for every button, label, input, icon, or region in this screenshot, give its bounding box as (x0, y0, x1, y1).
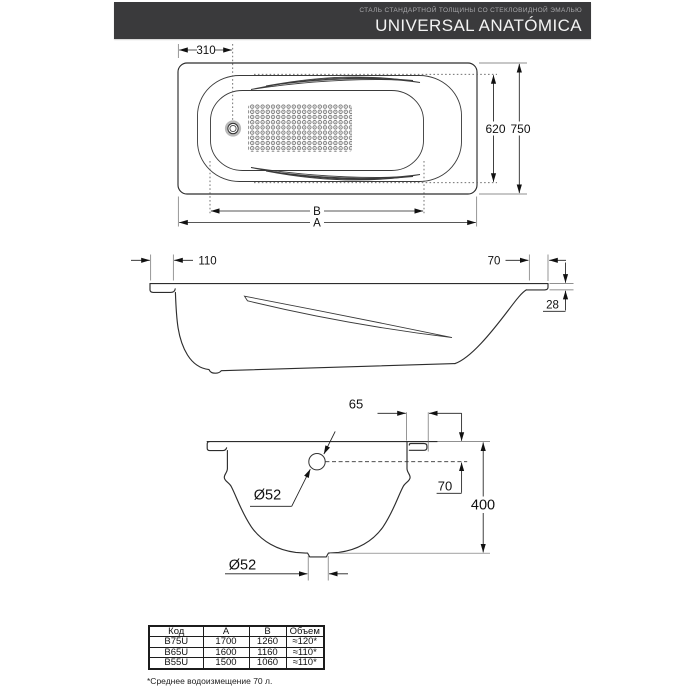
side-foot-slope (454, 289, 527, 365)
plan-inner-rim (197, 75, 462, 182)
spec-cell: B65U (148, 646, 204, 659)
dim-overflow-offset: 65 (349, 397, 462, 416)
plan-outer-rim (177, 62, 478, 195)
plan-view: 310 620 750 B (177, 44, 533, 230)
dim-text-70-section: 70 (438, 478, 452, 493)
dim-rim-drop: 28 (543, 262, 569, 312)
side-bottom-profile (174, 291, 456, 374)
dim-drain-diameter: Ø52 (225, 558, 348, 577)
section-left-lip (206, 441, 228, 452)
dim-outer-width: 750 (508, 63, 533, 194)
header-bar: СТАЛЬ СТАНДАРТНОЙ ТОЛЩИНЫ СО СТЕКЛОВИДНО… (114, 2, 591, 39)
spec-cell: 1500 (202, 657, 250, 670)
dim-text-65: 65 (349, 397, 363, 412)
col-header-b: B (248, 625, 287, 638)
dim-text-B: B (313, 206, 321, 218)
dim-text-310: 310 (196, 45, 215, 57)
dim-foot-ledge: 70 (488, 255, 566, 267)
dim-outer-length: A (179, 218, 476, 230)
spec-cell: B75U (148, 636, 204, 648)
label-overflow-diameter: Ø52 (250, 431, 336, 507)
spec-cell: 1260 (248, 636, 287, 648)
dim-overflow-depth: 70 (436, 413, 465, 494)
dim-text-A: A (313, 218, 321, 230)
dim-text-28: 28 (546, 300, 559, 312)
dim-text-400: 400 (471, 498, 495, 514)
grip-lines (250, 76, 421, 181)
side-view: 110 70 28 (131, 254, 574, 374)
dim-text-overflow-d52: Ø52 (254, 488, 281, 504)
section-right-lip (408, 442, 428, 451)
antislip-pattern (248, 104, 352, 152)
col-header-a: A (202, 625, 250, 638)
col-header-volume: Объем (285, 625, 325, 638)
spec-cell: ≈110* (285, 657, 325, 670)
drain-circle (224, 120, 242, 137)
dim-text-110: 110 (198, 255, 216, 267)
dim-text-drain-d52: Ø52 (229, 558, 256, 574)
table-row: B65U 1600 1160 ≈110* (148, 646, 325, 659)
spec-cell: 1600 (202, 646, 250, 659)
section-ext-lines (307, 412, 490, 581)
dim-total-height: 400 (468, 442, 498, 553)
plan-basin-edge (210, 90, 424, 171)
spec-cell: 1160 (248, 646, 287, 659)
side-ext-lines (150, 254, 574, 291)
section-view: 65 70 400 Ø52 (206, 397, 498, 581)
plan-ext-lines (177, 44, 527, 227)
spec-cell: ≈120* (285, 636, 325, 648)
spec-table: Код A B Объем B75U 1700 1260 ≈120* B65U … (148, 625, 325, 670)
plan-inner-extent-lines (209, 44, 497, 216)
col-header-code: Код (148, 625, 204, 638)
overflow-hole (308, 453, 326, 471)
header-subtitle: СТАЛЬ СТАНДАРТНОЙ ТОЛЩИНЫ СО СТЕКЛОВИДНО… (359, 7, 582, 14)
spec-header-row: Код A B Объем (148, 625, 325, 638)
section-bowl-profile (223, 441, 411, 558)
table-row: B75U 1700 1260 ≈120* (148, 636, 325, 648)
spec-cell: ≈110* (285, 646, 325, 659)
dim-text-620: 620 (485, 122, 505, 136)
side-right-lip (525, 283, 549, 291)
side-seat-line (243, 295, 453, 339)
spec-cell: 1060 (248, 657, 287, 670)
page-title: UNIVERSAL ANATÓMICA (375, 16, 582, 35)
side-left-lip (149, 283, 176, 293)
table-row: B55U 1500 1060 ≈110* (148, 657, 325, 670)
footnote: *Среднее водоизмещение 70 л. (147, 676, 273, 686)
dim-inner-length: B (210, 206, 424, 218)
dim-head-ledge: 110 (131, 255, 217, 267)
dim-text-750: 750 (510, 122, 530, 136)
spec-cell: 1700 (202, 636, 250, 648)
dim-inner-width: 620 (484, 75, 507, 182)
spec-cell: B55U (148, 657, 204, 670)
dim-drain-offset: 310 (179, 45, 232, 57)
dim-text-70-side: 70 (488, 255, 501, 267)
